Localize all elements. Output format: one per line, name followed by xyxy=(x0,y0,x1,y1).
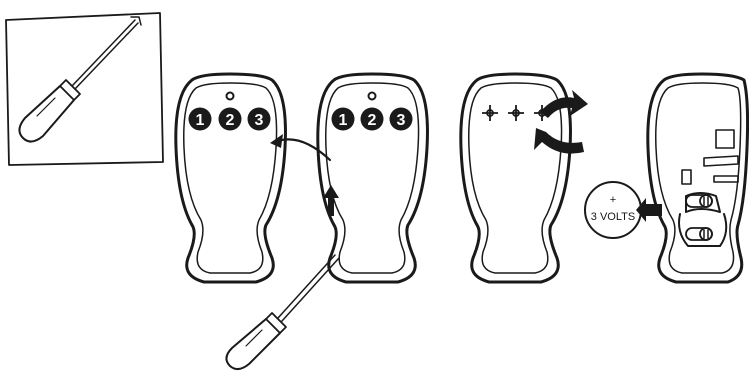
remote-button-2[interactable]: 2 xyxy=(218,107,242,131)
remote-button-1[interactable]: 1 xyxy=(331,107,355,131)
screw-icon xyxy=(482,105,498,121)
svg-text:2: 2 xyxy=(226,112,235,129)
arrow-rotate-icon xyxy=(534,90,588,154)
remote-front-2: 1 2 3 xyxy=(316,72,429,284)
screwdriver-icon xyxy=(18,16,142,143)
arrow-curved-icon xyxy=(270,134,332,162)
arrow-up-icon xyxy=(323,185,339,216)
battery-clip-icon xyxy=(685,194,713,208)
svg-text:2: 2 xyxy=(368,112,377,129)
screwdriver-icon xyxy=(225,254,340,370)
battery-polarity: + xyxy=(610,194,616,206)
arrow-left-icon xyxy=(636,198,662,222)
remote-button-1[interactable]: 1 xyxy=(188,107,212,131)
svg-text:3: 3 xyxy=(255,112,264,129)
battery-coin: + 3 VOLTS xyxy=(584,181,642,239)
remote-button-3[interactable]: 3 xyxy=(389,107,413,131)
screw-icon xyxy=(508,105,524,121)
remote-front-1: 1 2 3 xyxy=(174,72,287,284)
svg-text:1: 1 xyxy=(196,112,205,129)
svg-text:1: 1 xyxy=(339,112,348,129)
svg-text:3: 3 xyxy=(397,112,406,129)
screwdriver-panel xyxy=(5,12,164,166)
remote-button-3[interactable]: 3 xyxy=(247,107,271,131)
battery-voltage-label: 3 VOLTS xyxy=(591,211,635,223)
remote-open-case xyxy=(646,72,749,284)
remote-button-2[interactable]: 2 xyxy=(360,107,384,131)
battery-clip-icon xyxy=(685,227,713,241)
